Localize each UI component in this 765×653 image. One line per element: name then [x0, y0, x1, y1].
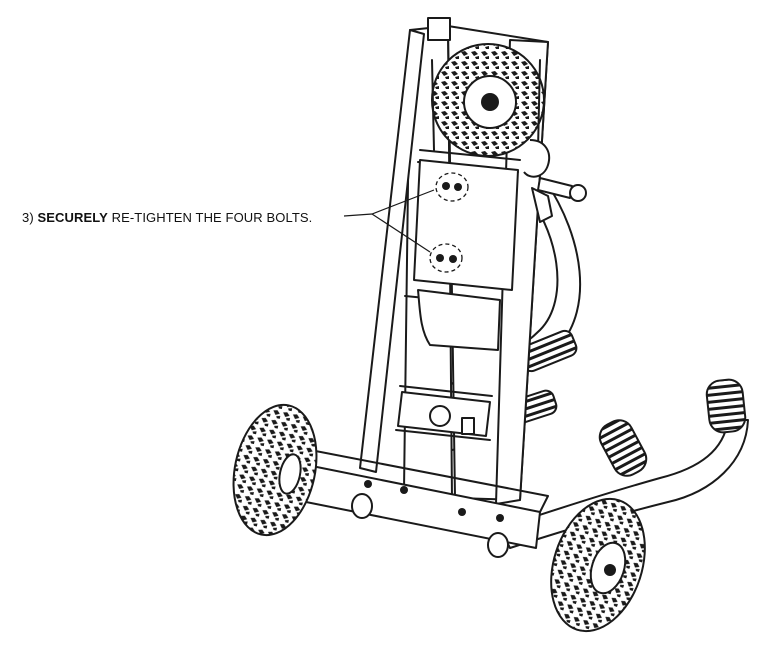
bolt-plate	[413, 159, 519, 291]
handlebar-right	[499, 378, 749, 549]
frame-details	[397, 289, 501, 437]
step-number: 3)	[22, 210, 34, 225]
top-wheel-housing	[427, 17, 545, 157]
bolt-highlight-upper	[435, 172, 469, 202]
instruction-text: RE-TIGHTEN THE FOUR BOLTS.	[111, 210, 313, 225]
callout-leaders	[343, 189, 435, 253]
instruction-callout: 3) SECURELY RE-TIGHTEN THE FOUR BOLTS.	[22, 210, 312, 225]
bolt-highlight-lower	[429, 243, 463, 273]
right-wheel	[550, 497, 646, 633]
left-wheel	[232, 403, 318, 537]
adjustment-knob	[523, 139, 587, 223]
emphasis-word: SECURELY	[37, 210, 108, 225]
